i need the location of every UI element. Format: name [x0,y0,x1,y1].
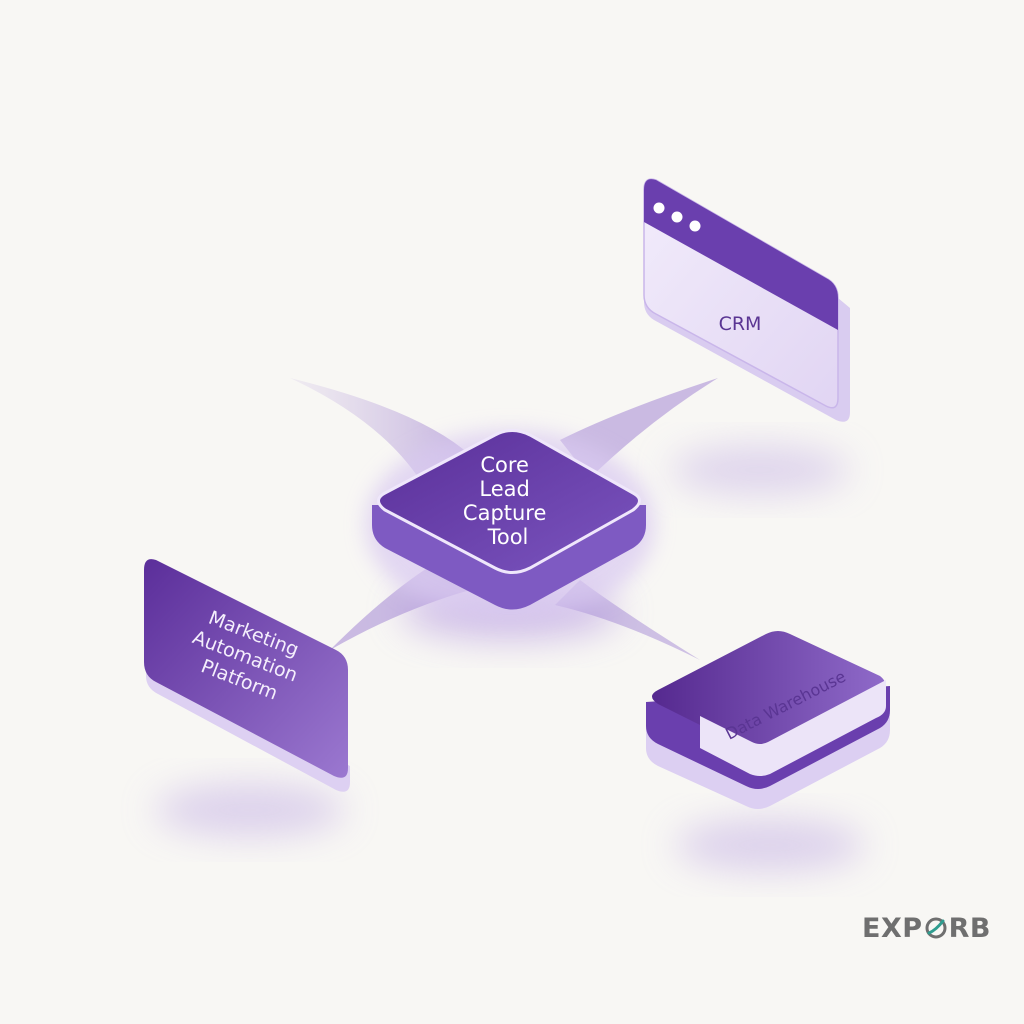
warehouse-top-layer [652,631,885,751]
crm-shadow [670,446,850,494]
center-label-line-3: Capture [463,501,547,525]
marketing-panel-face [144,559,348,778]
orb-icon [924,916,948,940]
center-node-label: Core Lead Capture Tool [463,453,553,549]
center-label-line-2: Lead [479,477,529,501]
data-warehouse-node[interactable]: Data Warehouse [646,631,890,809]
window-dot-icon [689,220,701,232]
exporb-logo: EXP RB [862,908,1002,948]
core-lead-capture-node[interactable]: Core Lead Capture Tool [365,429,655,620]
marketing-automation-node[interactable]: Marketing Automation Platform [144,559,350,792]
warehouse-shadow [675,819,865,871]
center-node-face [377,429,641,574]
logo-text-left: EXP [862,912,923,944]
center-label-line-1: Core [480,453,529,477]
crm-title-bar [644,179,838,330]
marketing-shadow [155,784,345,836]
warehouse-label-band [700,680,886,776]
logo-text-right: RB [948,912,991,944]
window-dot-icon [653,202,665,214]
crm-node[interactable]: CRM [643,178,850,422]
center-label-line-4: Tool [487,525,529,549]
crm-label: CRM [719,313,762,335]
window-dot-icon [671,211,683,223]
